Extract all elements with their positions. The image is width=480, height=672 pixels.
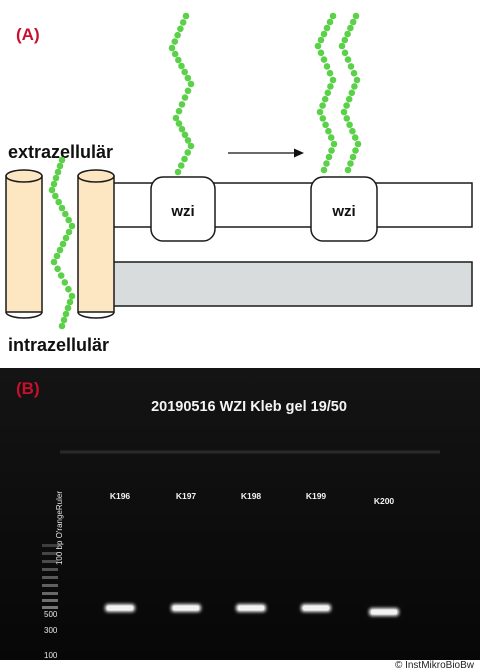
wzi-protein-right: wzi bbox=[310, 176, 378, 242]
ladder-mark-100: 100 bbox=[44, 651, 58, 660]
pore-cylinder-right bbox=[77, 169, 115, 319]
ladder-band bbox=[42, 576, 58, 579]
chain-wzi-left bbox=[168, 12, 195, 176]
image-credit: © InstMikroBioBw bbox=[394, 660, 474, 671]
wzi-label-right: wzi bbox=[331, 203, 355, 220]
ladder-mark-500: 500 bbox=[44, 610, 58, 619]
wzi-protein-left: wzi bbox=[150, 176, 216, 242]
ladder-mark-300: 300 bbox=[44, 626, 58, 635]
chain-wzi-right-b bbox=[338, 12, 362, 174]
pore-cylinder-left bbox=[5, 169, 43, 319]
dna-band bbox=[173, 605, 199, 611]
ladder-band bbox=[42, 552, 58, 555]
ladder-band bbox=[42, 544, 58, 547]
ladder-band bbox=[42, 599, 58, 602]
transition-arrow bbox=[228, 148, 304, 158]
lane-k198: K198 bbox=[236, 491, 266, 612]
inner-membrane-band bbox=[111, 261, 473, 307]
lane-label: K197 bbox=[176, 491, 197, 501]
intracellular-label: intrazellulär bbox=[8, 335, 109, 355]
ladder-band bbox=[42, 568, 58, 571]
lane-k196: K196 bbox=[105, 491, 135, 612]
lane-k199: K199 bbox=[301, 491, 331, 612]
chain-wzi-right-a bbox=[314, 12, 338, 174]
panel-b-label: (B) bbox=[16, 379, 40, 398]
panel-a-diagram: (A) wzi wzi extrazellulär intrazellulär bbox=[5, 12, 473, 355]
ladder-band bbox=[42, 592, 58, 595]
ladder-name: 100 bp O'rangeRuler bbox=[55, 491, 64, 565]
ladder-band bbox=[42, 606, 58, 609]
gel-title: 20190516 WZI Kleb gel 19/50 bbox=[151, 399, 347, 415]
panel-b-gel: (B) 20190516 WZI Kleb gel 19/50 100 bp O… bbox=[0, 368, 480, 660]
ladder-lane bbox=[42, 544, 58, 609]
wzi-label-left: wzi bbox=[170, 203, 194, 220]
lane-label: K196 bbox=[110, 491, 131, 501]
lane-label: K199 bbox=[306, 491, 327, 501]
chain-transmembrane bbox=[48, 156, 76, 330]
lane-label: K200 bbox=[374, 496, 395, 506]
extracellular-label: extrazellulär bbox=[8, 142, 113, 162]
dna-band bbox=[371, 609, 397, 615]
panel-a-label: (A) bbox=[16, 25, 40, 44]
capsule-polysaccharide-chains bbox=[48, 12, 362, 330]
lane-k200: K200 bbox=[369, 496, 399, 616]
dna-band bbox=[303, 605, 329, 611]
ladder-band bbox=[42, 560, 58, 563]
lane-label: K198 bbox=[241, 491, 262, 501]
ladder-band bbox=[42, 584, 58, 587]
dna-band bbox=[238, 605, 264, 611]
lane-k197: K197 bbox=[171, 491, 201, 612]
dna-band bbox=[107, 605, 133, 611]
